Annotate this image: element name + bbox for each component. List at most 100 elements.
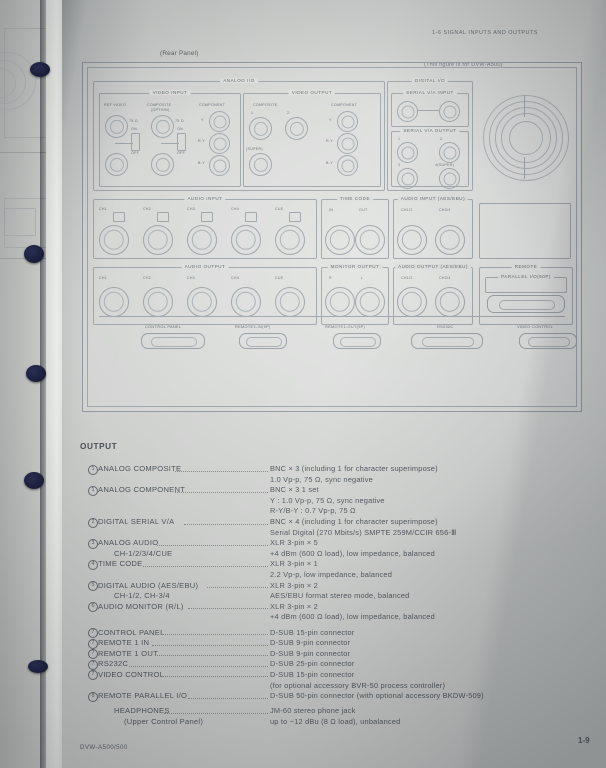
group-serial-va-output-label: SERIAL V/A OUTPUT (400, 128, 460, 133)
leader-dots (206, 587, 268, 589)
spec-value: D-SUB 50-pin connector (with optional ac… (270, 691, 484, 701)
fan-grille-ring (501, 113, 551, 163)
xlr-audio-in-cue (275, 225, 305, 255)
label-ai-ch4: CH4 (231, 207, 240, 211)
group-video-input-label: VIDEO INPUT (149, 90, 191, 95)
chassis-outline (87, 67, 577, 407)
leader-dots (183, 523, 268, 525)
spec-row: Y : 1.0 Vp-p, 75 Ω, sync negative (88, 496, 558, 507)
fan-grille (483, 95, 569, 181)
switch-lead (161, 143, 179, 144)
xlr-aes-out-ch34 (435, 287, 465, 317)
group-monitor-output-label: MONITOR OUTPUT (327, 264, 383, 269)
figure-caption: (Rear Panel) (160, 50, 199, 57)
leader-dots (152, 644, 268, 646)
spec-item-number: 7 (88, 670, 98, 681)
binding-hole (24, 472, 44, 489)
label-rs232c: RS232C (437, 324, 454, 329)
spec-item-number: 8 (88, 691, 98, 702)
dsub-remote1-in (239, 333, 287, 349)
spec-term: RS232C (98, 659, 129, 669)
switch-audio-in-ch2[interactable] (157, 212, 169, 222)
group-digital-io-label: DIGITAL I/O (411, 78, 449, 83)
spec-term: DIGITAL SERIAL V/A (98, 517, 175, 526)
switch-audio-in-ch4[interactable] (245, 212, 257, 222)
group-remote: REMOTE (479, 264, 573, 325)
binding-hole (28, 660, 48, 673)
group-audio-input-label: AUDIO INPUT (184, 196, 226, 201)
xlr-aes-in-ch12 (397, 225, 427, 255)
spec-value: +4 dBm (600 Ω load), low impedance, bala… (270, 548, 435, 558)
switch-lead (115, 143, 133, 144)
dsub-remote1-out (333, 333, 381, 349)
label-ao-ch3: CH3 (187, 276, 196, 280)
label-ref-video: REF VIDEO (104, 103, 127, 107)
bnc-serial-out-4-super (439, 168, 460, 189)
label-vo-y: Y (329, 118, 332, 122)
label-aes-out-ch34: CH3/4 (439, 276, 451, 280)
group-analog-io-label: ANALOG I/O (220, 78, 258, 83)
label-vo-ry: R-Y (326, 139, 334, 143)
label-serial-out-1: 1 (398, 137, 401, 141)
bnc-composite-in (151, 115, 174, 138)
spec-term: VIDEO CONTROL (98, 669, 165, 679)
group-audio-input: AUDIO INPUT (93, 196, 317, 259)
dsub-video-control (519, 333, 577, 349)
spec-term: ANALOG COMPONENT (98, 485, 186, 495)
bnc-composite-loop (151, 153, 174, 176)
leader-dots (156, 544, 268, 546)
spec-value: D-SUB 25-pin connector (270, 659, 355, 669)
label-ref-off: OFF (131, 151, 140, 155)
label-aes-out-ch12: CH1/2 (401, 276, 413, 280)
spec-value: R-Y/B-Y : 0.7 Vp-p, 75 Ω (270, 506, 356, 516)
label-vi-by: B-Y (198, 161, 205, 165)
spec-row: CH-1/2/3/4/CUE+4 dBm (600 Ω load), low i… (88, 549, 558, 560)
binding-hole (26, 365, 46, 382)
binding-hole (30, 62, 50, 77)
leader-dots (161, 634, 268, 636)
bnc-vi-y (209, 111, 230, 132)
spec-term: HEADPHONES (114, 706, 170, 716)
leader-dots (161, 676, 268, 678)
group-time-code-label: TIME CODE (336, 196, 374, 201)
bnc-vo-composite-3-super (249, 153, 272, 176)
switch-audio-in-ch3[interactable] (201, 212, 213, 222)
group-audio-output: AUDIO OUTPUT (93, 264, 317, 325)
switch-audio-in-cue[interactable] (289, 212, 301, 222)
section-title: OUTPUT (80, 442, 118, 451)
spec-value: up to −12 dBu (8 Ω load), unbalanced (270, 716, 401, 726)
xlr-audio-in-ch3 (187, 225, 217, 255)
group-digital-io: DIGITAL I/O (387, 78, 473, 191)
group-analog-io: ANALOG I/O (93, 78, 385, 191)
label-tc-in: IN (329, 208, 334, 212)
switch-composite-75ohm[interactable] (177, 133, 186, 151)
xlr-aes-in-ch34 (435, 225, 465, 255)
label-ao-ch4: CH4 (231, 276, 240, 280)
group-video-output: VIDEO OUTPUT (243, 90, 381, 187)
group-audio-input-aes: AUDIO INPUT (AES/EBU) (393, 196, 473, 259)
figure-note: (This figure is for DVW-A500) (424, 62, 503, 68)
label-vi-ry: R-Y (198, 139, 206, 143)
xlr-time-code-out (355, 225, 385, 255)
leader-dots (129, 665, 268, 667)
fan-grille-ring (495, 107, 557, 169)
dsub-remote-parallel-50p (487, 295, 565, 313)
bnc-vo-composite-2 (285, 117, 308, 140)
switch-audio-in-ch1[interactable] (113, 212, 125, 222)
label-serial-out-4: 4(SUPER) (435, 163, 455, 167)
leader-dots (174, 491, 268, 493)
spec-term: ANALOG AUDIO (98, 538, 159, 548)
bnc-serial-out-2 (439, 142, 460, 163)
group-video-input: VIDEO INPUT (99, 90, 241, 187)
group-remote-parallel-label: PARALLEL I/O(50P) (498, 274, 554, 279)
switch-ref-video-75ohm[interactable] (131, 133, 140, 151)
xlr-time-code-in (325, 225, 355, 255)
bnc-ref-video-loop (105, 153, 128, 176)
xlr-aes-out-ch12 (397, 287, 427, 317)
